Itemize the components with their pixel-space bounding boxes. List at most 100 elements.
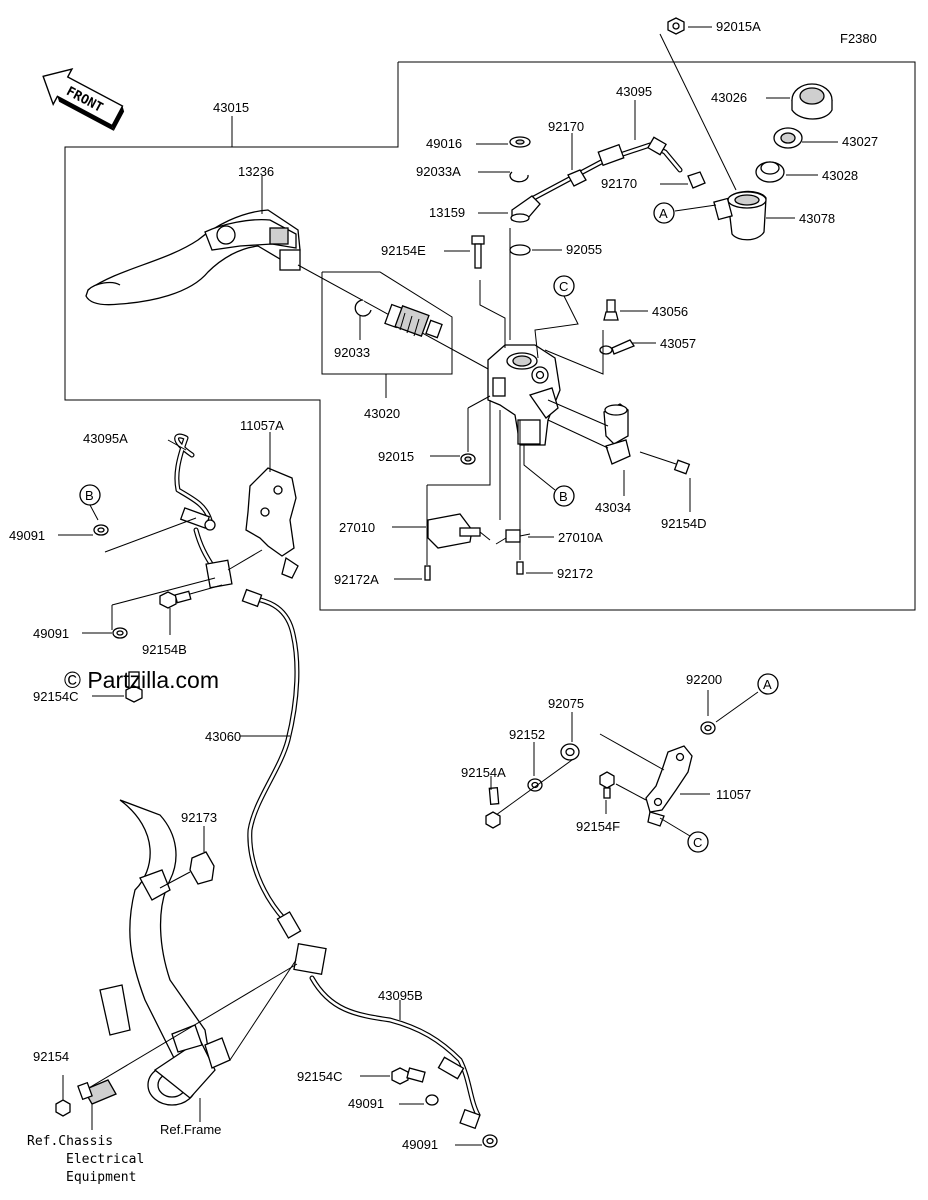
hose-43095A [174,433,233,589]
washer-49091-b [112,627,128,639]
bracket-11057 [645,745,693,827]
label-49091-d: 49091 [402,1137,438,1152]
svg-text:A: A [763,677,772,692]
label-43034: 43034 [595,500,631,515]
ref-frame-label: Ref.Frame [160,1122,221,1137]
nut-92015A [667,17,685,35]
label-92154E: 92154E [381,243,426,258]
svg-text:C: C [693,835,702,850]
frame-bracket [99,799,231,1106]
clamp-92170-b [687,171,706,189]
washer-49091-a [93,524,109,536]
reservoir-43078 [713,190,767,241]
cap-49016 [509,136,531,148]
oring-92055 [509,244,531,256]
bleeder-43056 [603,299,619,321]
ref-chassis-label-line3: Equipment [66,1170,136,1185]
label-43095: 43095 [616,84,652,99]
label-13159: 13159 [429,205,465,220]
label-43078: 43078 [799,211,835,226]
callout-b-body: B [553,485,575,507]
cap-43057 [599,339,635,355]
label-92200: 92200 [686,672,722,687]
circlip-92033 [354,299,372,317]
plate-43027 [773,127,803,149]
label-13236: 13236 [238,164,274,179]
label-43095B: 43095B [378,988,423,1003]
label-92154B: 92154B [142,642,187,657]
clamp-92170-a [567,169,587,187]
master-cylinder-group-outline [64,61,916,611]
clutch-lever [85,209,301,306]
hose-43095B [293,943,481,1130]
switch-27010A [495,529,531,545]
washer-49091-c [425,1094,439,1106]
label-27010: 27010 [339,520,375,535]
label-92173: 92173 [181,810,217,825]
label-11057A: 11057A [240,418,284,433]
label-92015: 92015 [378,449,414,464]
bolt-92154C-a [125,671,143,703]
clip-92173 [189,851,215,885]
label-92152: 92152 [509,727,545,742]
fitting-13159 [510,195,541,223]
label-92154F: 92154F [576,819,620,834]
label-92154: 92154 [33,1049,69,1064]
svg-text:B: B [85,488,94,503]
collar-92152 [527,778,543,792]
callout-b-left: B [79,484,101,506]
label-92172A: 92172A [334,572,379,587]
ref-chassis-label-line2: Electrical [66,1152,144,1167]
washer-92200 [700,721,716,735]
label-92154D: 92154D [661,516,707,531]
svg-text:A: A [659,206,668,221]
label-92154A: 92154A [461,765,506,780]
callout-a-lower: A [757,673,779,695]
label-49016: 49016 [426,136,462,151]
holder-43034 [603,403,631,465]
svg-text:C: C [559,279,568,294]
bolt-92154E [471,235,485,269]
label-43026: 43026 [711,90,747,105]
label-49091-c: 49091 [348,1096,384,1111]
label-43020: 43020 [364,406,400,421]
bolt-92154C-b [391,1067,426,1085]
washer-49091-d [482,1134,498,1148]
callout-a-top: A [653,202,675,224]
spacer-92075 [560,743,580,761]
label-92033A: 92033A [416,164,461,179]
reservoir-cap-43026 [791,83,833,120]
bolt-92154A [485,786,501,829]
label-49091-b: 49091 [33,626,69,641]
label-92170-b: 92170 [601,176,637,191]
chassis-connector [77,1079,117,1105]
label-92055: 92055 [566,242,602,257]
callout-c-lower: C [687,831,709,853]
nut-92015 [460,453,476,465]
label-92172: 92172 [557,566,593,581]
bolt-92154 [55,1099,71,1117]
label-43056: 43056 [652,304,688,319]
label-27010A: 27010A [558,530,603,545]
bracket-11057A [245,467,299,579]
bolt-92154B [159,590,192,609]
ref-chassis-label-line1: Ref.Chassis [27,1134,113,1149]
piston-assembly [384,303,443,339]
switch-27010 [427,513,491,549]
label-92075: 92075 [548,696,584,711]
label-11057: 11057 [716,787,751,802]
label-92170-a: 92170 [548,119,584,134]
label-43015: 43015 [213,100,249,115]
label-43028: 43028 [822,168,858,183]
screw-92172 [516,561,524,575]
label-92154C-a: 92154C [33,689,79,704]
watermark: © Partzilla.com [64,667,219,693]
label-49091-a: 49091 [9,528,45,543]
reservoir-hose-43095 [527,136,683,203]
label-43095A: 43095A [83,431,128,446]
label-92015A: 92015A [716,19,761,34]
label-43060: 43060 [205,729,241,744]
bolt-92154D [639,451,691,475]
front-arrow-icon: FRONT [42,67,125,131]
label-92154C-b: 92154C [297,1069,343,1084]
